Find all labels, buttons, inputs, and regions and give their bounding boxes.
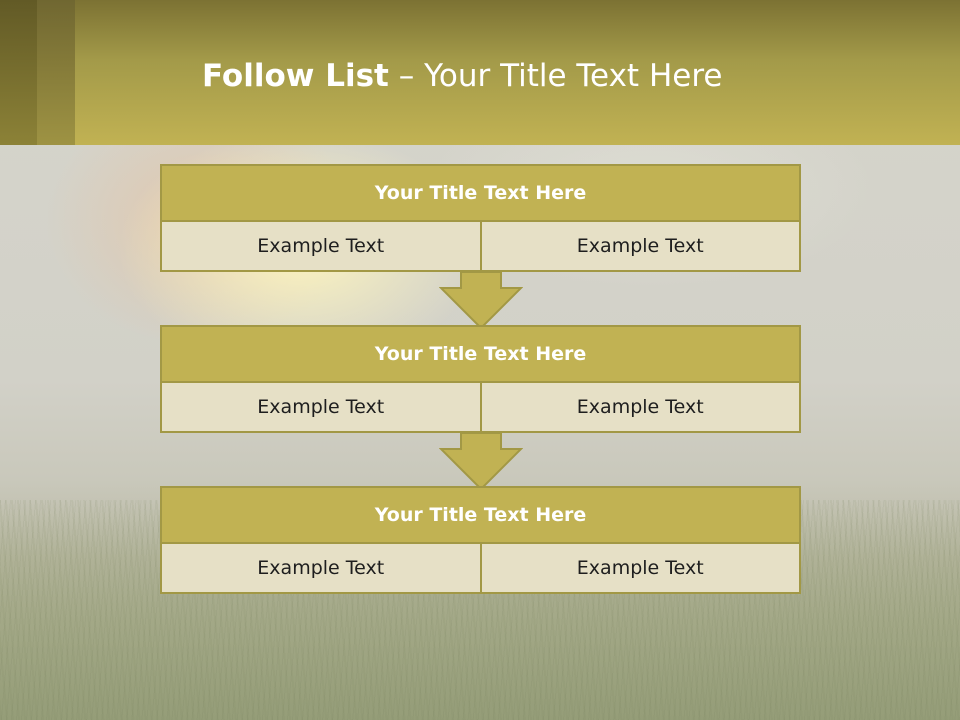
slide-title-bold: Follow List: [202, 58, 389, 94]
header-stripe-dark: [0, 0, 37, 145]
step-cell-right[interactable]: Example Text: [479, 544, 799, 592]
down-arrow-icon: [439, 271, 523, 329]
step-heading[interactable]: Your Title Text Here: [162, 488, 799, 544]
slide-title[interactable]: Follow List – Your Title Text Here: [202, 54, 722, 98]
step-heading[interactable]: Your Title Text Here: [162, 327, 799, 383]
step-cell-right[interactable]: Example Text: [479, 222, 799, 270]
step-heading[interactable]: Your Title Text Here: [162, 166, 799, 222]
step-cell-left[interactable]: Example Text: [162, 222, 480, 270]
title-bar: Follow List – Your Title Text Here: [0, 0, 960, 145]
step-row: Example Text Example Text: [162, 544, 799, 592]
step-block-3[interactable]: Your Title Text Here Example Text Exampl…: [160, 486, 801, 594]
down-arrow-icon: [439, 432, 523, 490]
step-row: Example Text Example Text: [162, 222, 799, 270]
step-cell-right[interactable]: Example Text: [479, 383, 799, 431]
step-cell-left[interactable]: Example Text: [162, 383, 480, 431]
step-cell-left[interactable]: Example Text: [162, 544, 480, 592]
step-block-1[interactable]: Your Title Text Here Example Text Exampl…: [160, 164, 801, 272]
step-block-2[interactable]: Your Title Text Here Example Text Exampl…: [160, 325, 801, 433]
slide-title-rest: – Your Title Text Here: [388, 58, 723, 94]
step-row: Example Text Example Text: [162, 383, 799, 431]
header-stripe-light: [37, 0, 75, 145]
